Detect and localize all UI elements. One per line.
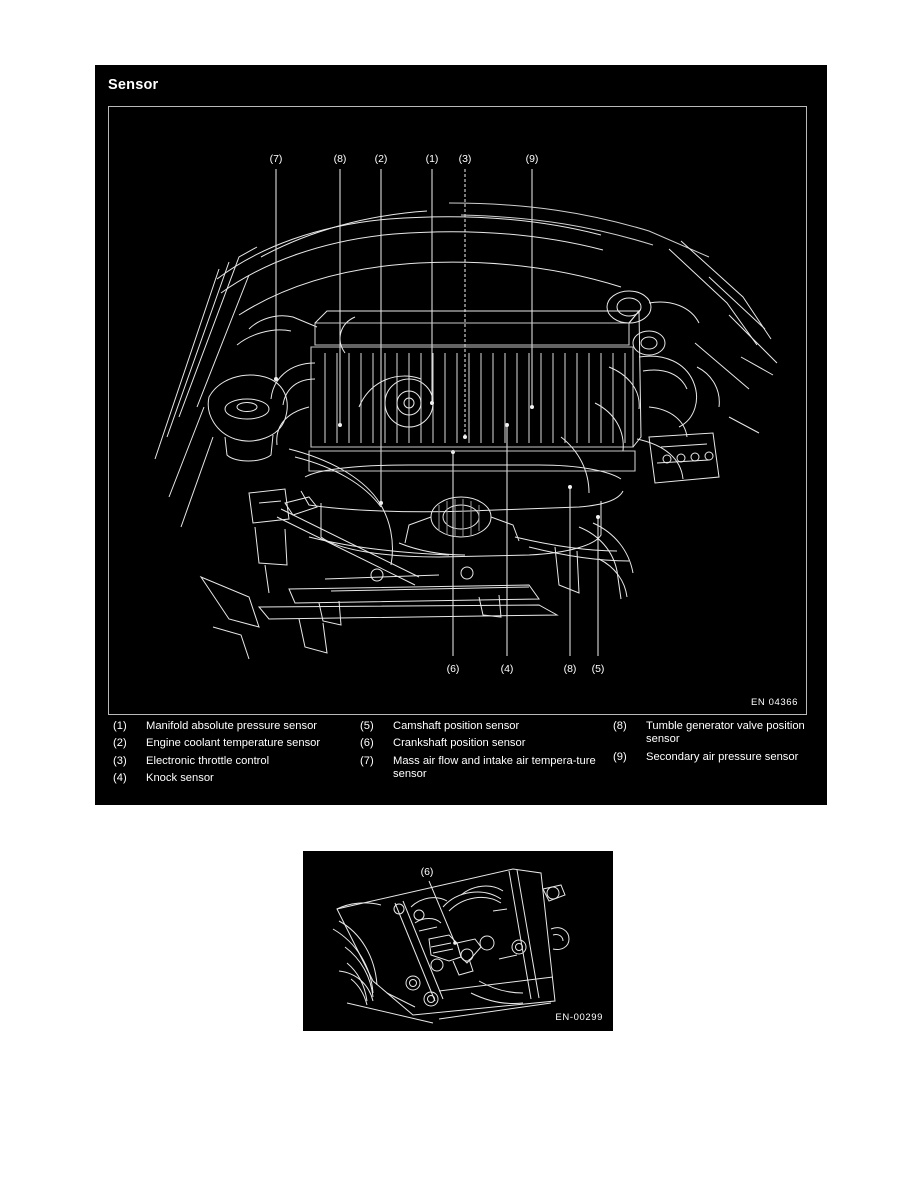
engine-diagram-svg: .ln { stroke:#e8e8e8; stroke-width:1; fi… <box>154 153 778 675</box>
svg-text:(2): (2) <box>375 153 388 165</box>
svg-text:(6): (6) <box>447 663 460 675</box>
legend-ref: (4) <box>113 772 127 785</box>
leader-lines-bottom <box>451 423 600 656</box>
legend-item: (4) Knock sensor <box>113 772 358 785</box>
legend-label: Knock sensor <box>146 772 214 785</box>
engine-diagram-figure: .ln { stroke:#e8e8e8; stroke-width:1; fi… <box>108 106 807 715</box>
svg-text:(5): (5) <box>592 663 605 675</box>
legend-ref: (1) <box>113 720 127 732</box>
svg-text:(8): (8) <box>564 663 577 675</box>
figure-image-code: EN 04366 <box>750 697 798 708</box>
legend-item: (9) Secondary air pressure sensor <box>613 751 823 764</box>
engine-bay-linework <box>154 202 778 660</box>
detail-figure-image-code: EN-00299 <box>555 1012 603 1023</box>
legend-ref: (2) <box>113 737 127 750</box>
svg-text:(7): (7) <box>270 153 283 165</box>
svg-text:(9): (9) <box>526 153 539 165</box>
svg-text:(4): (4) <box>501 663 514 675</box>
page-title: Sensor <box>108 77 159 93</box>
crankshaft-sensor-detail-svg: .d { stroke:#e8e8e8; stroke-width:1; fil… <box>332 866 570 1024</box>
detail-callout-label: (6) <box>421 866 434 878</box>
legend-label: Tumble generator valve position sensor <box>646 720 805 746</box>
crankshaft-sensor-detail-figure: .d { stroke:#e8e8e8; stroke-width:1; fil… <box>303 851 613 1031</box>
legend-ref: (7) <box>360 754 374 767</box>
legend-column-3: (8) Tumble generator valve position sens… <box>613 720 823 768</box>
legend-item: (1) Manifold absolute pressure sensor <box>113 720 358 733</box>
legend-ref: (9) <box>613 750 627 763</box>
legend-label: Manifold absolute pressure sensor <box>146 720 318 732</box>
legend-ref: (8) <box>613 720 627 732</box>
legend-item: (6) Crankshaft position sensor <box>360 737 610 750</box>
svg-text:(8): (8) <box>334 153 347 165</box>
legend-label: Crankshaft position sensor <box>393 737 526 750</box>
legend-column-1: (1) Manifold absolute pressure sensor (2… <box>113 720 358 790</box>
legend-label: Engine coolant temperature sensor <box>146 737 321 750</box>
callout-labels-bottom: (6) (4) (8) (5) <box>447 663 605 675</box>
legend-label: Camshaft position sensor <box>393 720 520 732</box>
legend-label: Secondary air pressure sensor <box>646 750 799 763</box>
legend-item: (7) Mass air flow and intake air tempera… <box>360 755 610 781</box>
legend-ref: (5) <box>360 720 374 732</box>
legend-item: (3) Electronic throttle control <box>113 755 358 768</box>
legend-item: (2) Engine coolant temperature sensor <box>113 737 358 750</box>
svg-text:(3): (3) <box>459 153 472 165</box>
legend-label: Mass air flow and intake air tempera-tur… <box>393 754 596 780</box>
legend-ref: (6) <box>360 737 374 750</box>
sensor-panel: Sensor .ln { stroke:#e8e8e8; stroke-widt… <box>95 65 827 805</box>
legend-item: (8) Tumble generator valve position sens… <box>613 720 823 746</box>
callout-labels-top: (7) (8) (2) (1) (3) (9) <box>270 153 539 165</box>
legend-ref: (3) <box>113 754 127 767</box>
legend-label: Electronic throttle control <box>146 754 270 767</box>
svg-text:(1): (1) <box>426 153 439 165</box>
leader-lines-top <box>274 169 534 505</box>
legend-item: (5) Camshaft position sensor <box>360 720 610 733</box>
legend-column-2: (5) Camshaft position sensor (6) Cranksh… <box>360 720 610 785</box>
